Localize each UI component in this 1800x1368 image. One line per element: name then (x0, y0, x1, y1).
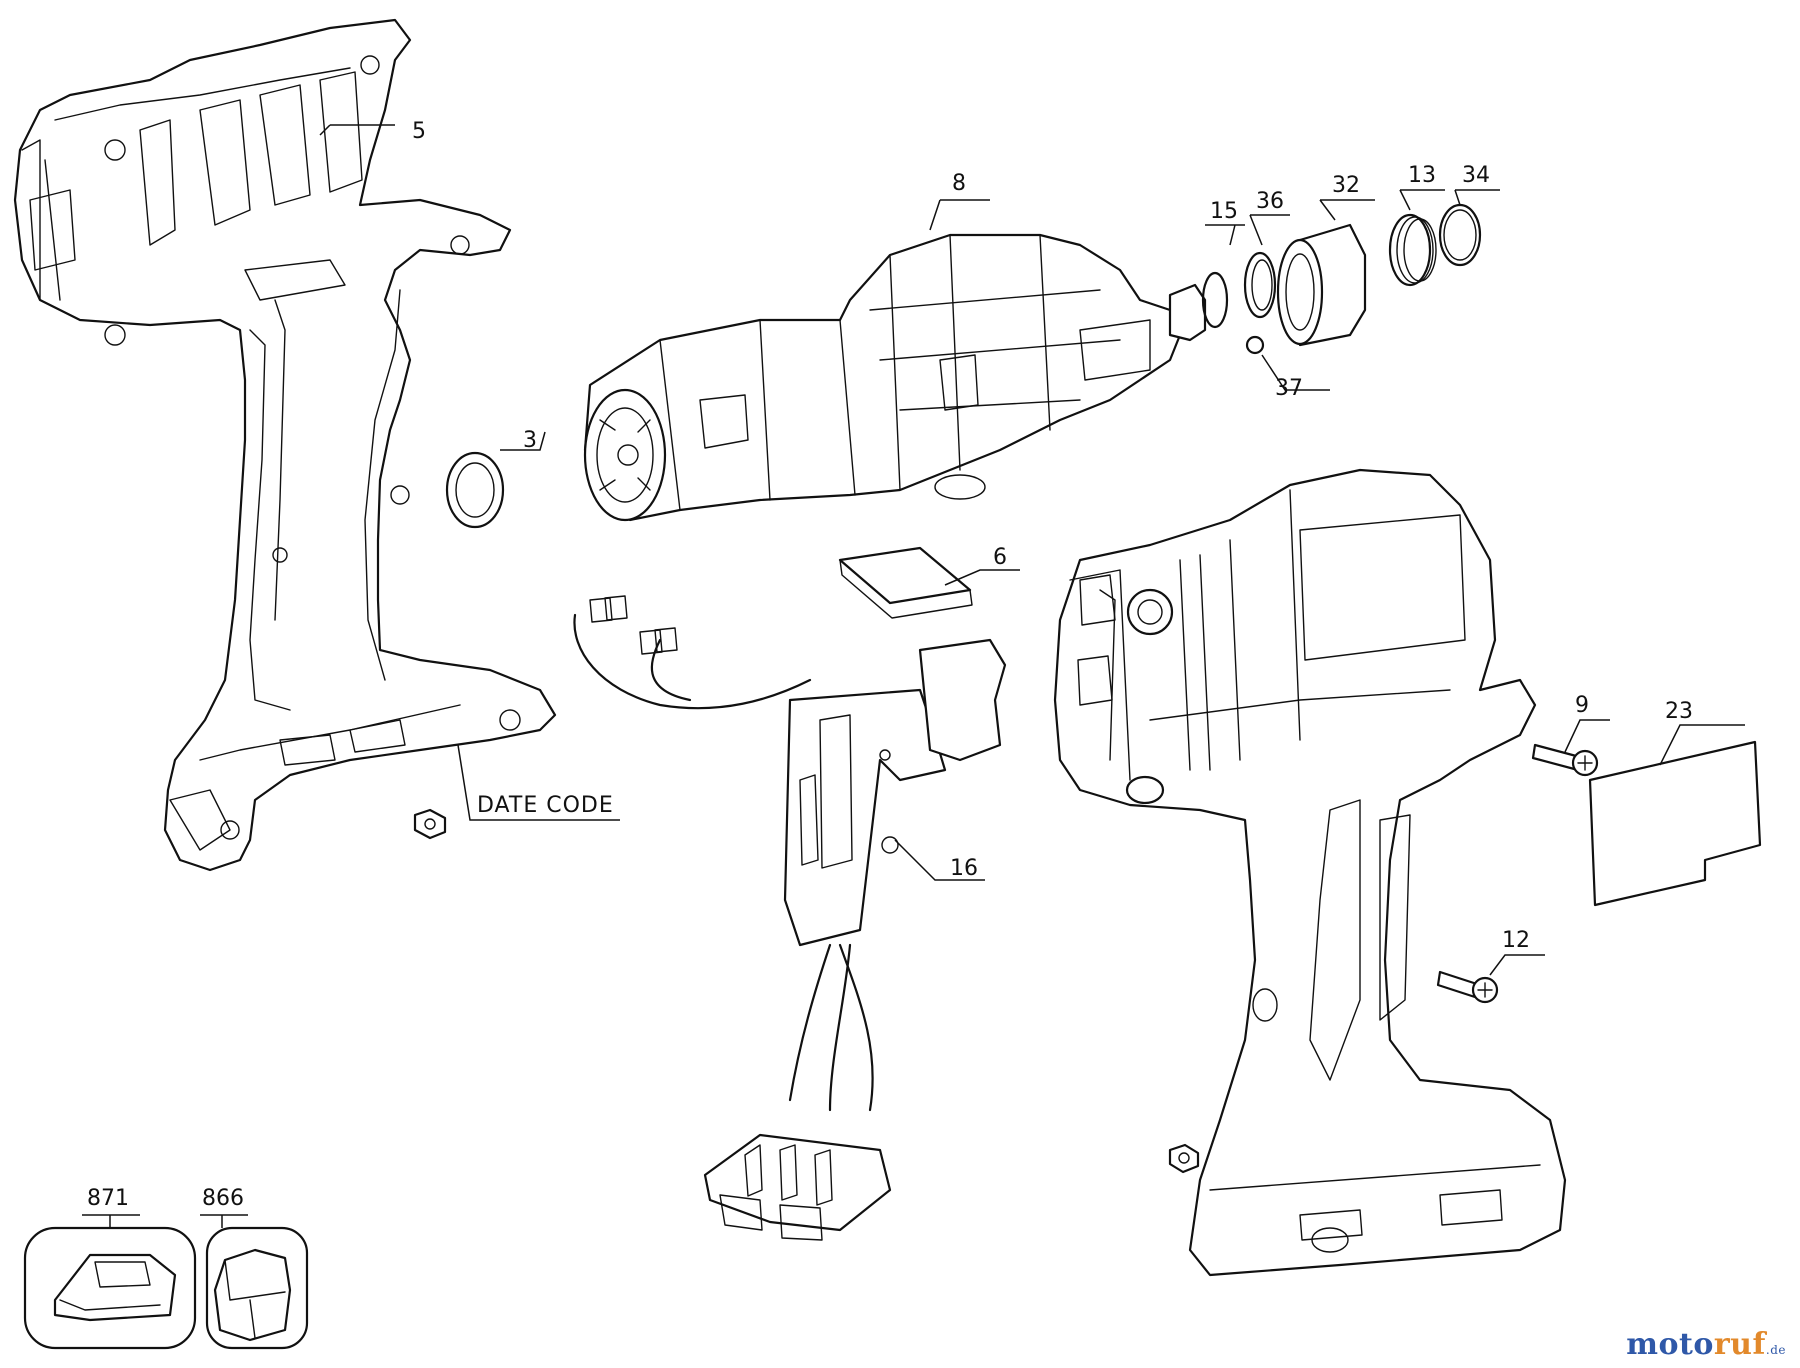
callout-9: 9 (1575, 693, 1589, 718)
callout-36: 36 (1256, 189, 1284, 214)
callout-32: 32 (1332, 173, 1360, 198)
screw-part-9 (1531, 743, 1599, 777)
switch-assembly-part-16 (573, 595, 1007, 1241)
watermark-logo: motoruf.de (1626, 1327, 1786, 1362)
callout-34: 34 (1462, 163, 1490, 188)
ball-part-37 (1245, 335, 1265, 355)
battery-box-866 (205, 1226, 309, 1350)
callout-6: 6 (993, 545, 1007, 570)
pad-part-6 (838, 546, 973, 619)
label-part-23 (1588, 740, 1762, 907)
callouts: 5 8 15 36 32 13 34 37 3 6 9 23 16 12 871… (87, 119, 1693, 1211)
retaining-ring-part-15 (1201, 271, 1229, 329)
callout-16: 16 (950, 856, 978, 881)
nut-right (1168, 1143, 1200, 1174)
left-housing-half (13, 18, 557, 872)
callout-8: 8 (952, 171, 966, 196)
sleeve-part-32 (1276, 223, 1367, 347)
date-code-label: DATE CODE (477, 793, 614, 818)
watermark-part2: ruf (1713, 1327, 1766, 1362)
watermark-tld: .de (1765, 1343, 1786, 1357)
right-housing-half (1053, 468, 1567, 1277)
callout-23: 23 (1665, 699, 1693, 724)
leader-lines (82, 124, 1745, 1228)
callout-3: 3 (523, 428, 537, 453)
spring-part-13 (1388, 213, 1437, 287)
washer-part-34 (1438, 203, 1482, 267)
callout-15: 15 (1210, 199, 1238, 224)
callout-12: 12 (1502, 928, 1530, 953)
callout-871: 871 (87, 1186, 129, 1211)
nut (413, 808, 447, 840)
screw-part-12 (1436, 970, 1499, 1004)
o-ring-part-3 (445, 451, 505, 529)
ring-part-36 (1243, 251, 1277, 319)
callout-866: 866 (202, 1186, 244, 1211)
motor-assembly-part-8 (583, 233, 1207, 522)
charger-box-871 (23, 1226, 197, 1350)
callout-5: 5 (412, 119, 426, 144)
callout-37: 37 (1275, 376, 1303, 401)
callout-13: 13 (1408, 163, 1436, 188)
watermark-part1: moto (1626, 1327, 1714, 1362)
